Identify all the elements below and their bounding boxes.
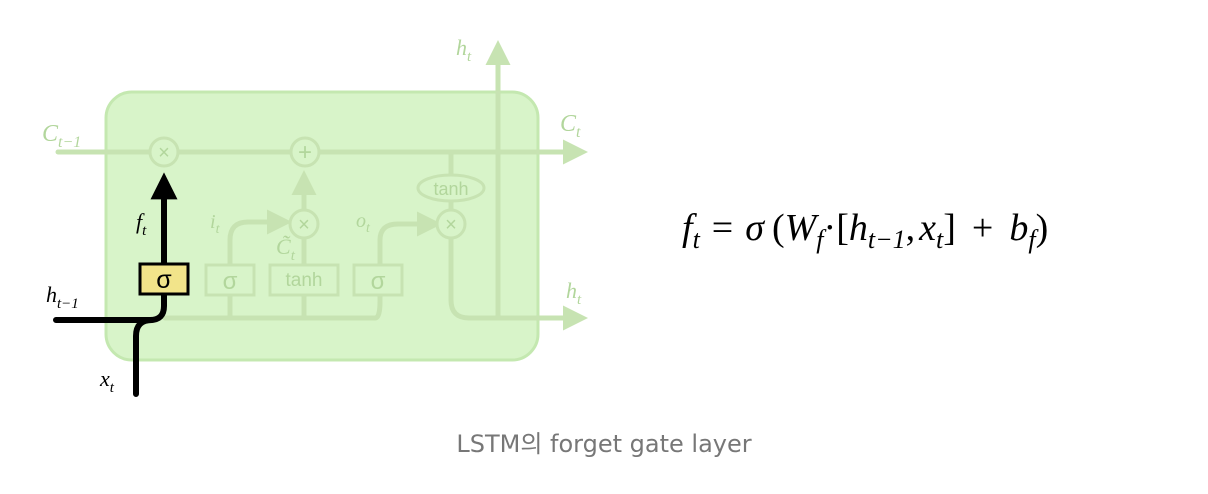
add-symbol: + xyxy=(298,139,312,166)
x-label: xt xyxy=(99,366,115,396)
forget-multiply-node xyxy=(148,136,180,168)
ctilde-label: C̃t xyxy=(276,234,296,264)
lstm-diagram: × + × × tanh σ tanh σ σ Ct−1 Ct ht ht it… xyxy=(42,35,1048,397)
operation-nodes: × + × × tanh xyxy=(148,136,486,240)
out-mult-to-h-path xyxy=(448,235,588,331)
input-multiply-symbol: × xyxy=(298,214,310,236)
add-node xyxy=(289,136,321,168)
faded-labels: Ct−1 Ct ht ht it ot C̃t xyxy=(42,35,582,308)
candidate-gate-box xyxy=(268,263,340,297)
forget-gate-equation: ft=σ(Wf·[ht−1,xt]+bf) xyxy=(682,207,1048,254)
input-multiply-node xyxy=(288,208,320,240)
dark-labels: ft ht−1 xt xyxy=(46,209,147,396)
output-gate-box xyxy=(352,263,404,297)
forget-multiply-symbol: × xyxy=(158,142,170,164)
f-label: ft xyxy=(136,209,147,239)
input-gate-box xyxy=(204,263,256,297)
o-label: ot xyxy=(356,210,371,236)
cell-tanh-node xyxy=(416,173,486,203)
output-gate-label: σ xyxy=(371,268,386,295)
forget-gate-label: σ xyxy=(156,266,172,294)
c-prev-label: Ct−1 xyxy=(42,121,81,151)
h-prev-label: ht−1 xyxy=(46,282,79,312)
i-label: it xyxy=(210,211,221,237)
output-multiply-symbol: × xyxy=(445,214,457,236)
cell-tanh-label: tanh xyxy=(433,179,468,199)
input-gate-path xyxy=(227,209,292,321)
forget-gate-box xyxy=(138,262,190,296)
h-right-label: ht xyxy=(566,278,582,308)
x-input-line xyxy=(133,317,155,397)
h-top-label: ht xyxy=(456,35,472,65)
output-multiply-node xyxy=(435,208,467,240)
faded-gates: σ tanh σ xyxy=(204,263,404,297)
figure-caption: LSTM의 forget gate layer xyxy=(456,430,752,458)
candidate-gate-label: tanh xyxy=(286,270,323,291)
forget-gate-path xyxy=(53,172,178,397)
output-gate-path xyxy=(372,211,442,321)
c-next-label: Ct xyxy=(560,111,581,141)
input-gate-label: σ xyxy=(223,268,238,295)
